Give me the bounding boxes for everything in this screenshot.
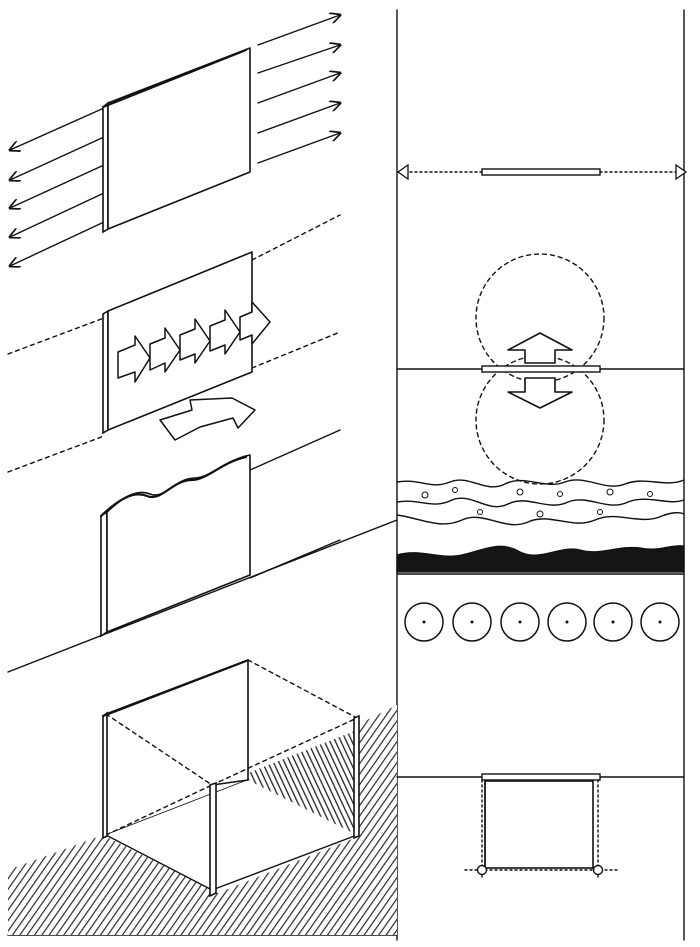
plan-tree-row <box>404 602 680 642</box>
sketch-permeable-wall <box>7 214 341 441</box>
sketch-screen-wall <box>7 429 341 638</box>
sketch-enclosure <box>8 659 397 935</box>
hatched-ground <box>8 705 397 935</box>
ground-line <box>7 519 398 673</box>
shadow-area <box>248 730 357 835</box>
plan-enclosure <box>396 773 685 881</box>
plan-planting-band <box>396 479 685 575</box>
plan-wall-two-sides <box>396 253 685 485</box>
sketch-wall-barrier <box>10 15 340 266</box>
plan-wall-span <box>396 163 688 181</box>
